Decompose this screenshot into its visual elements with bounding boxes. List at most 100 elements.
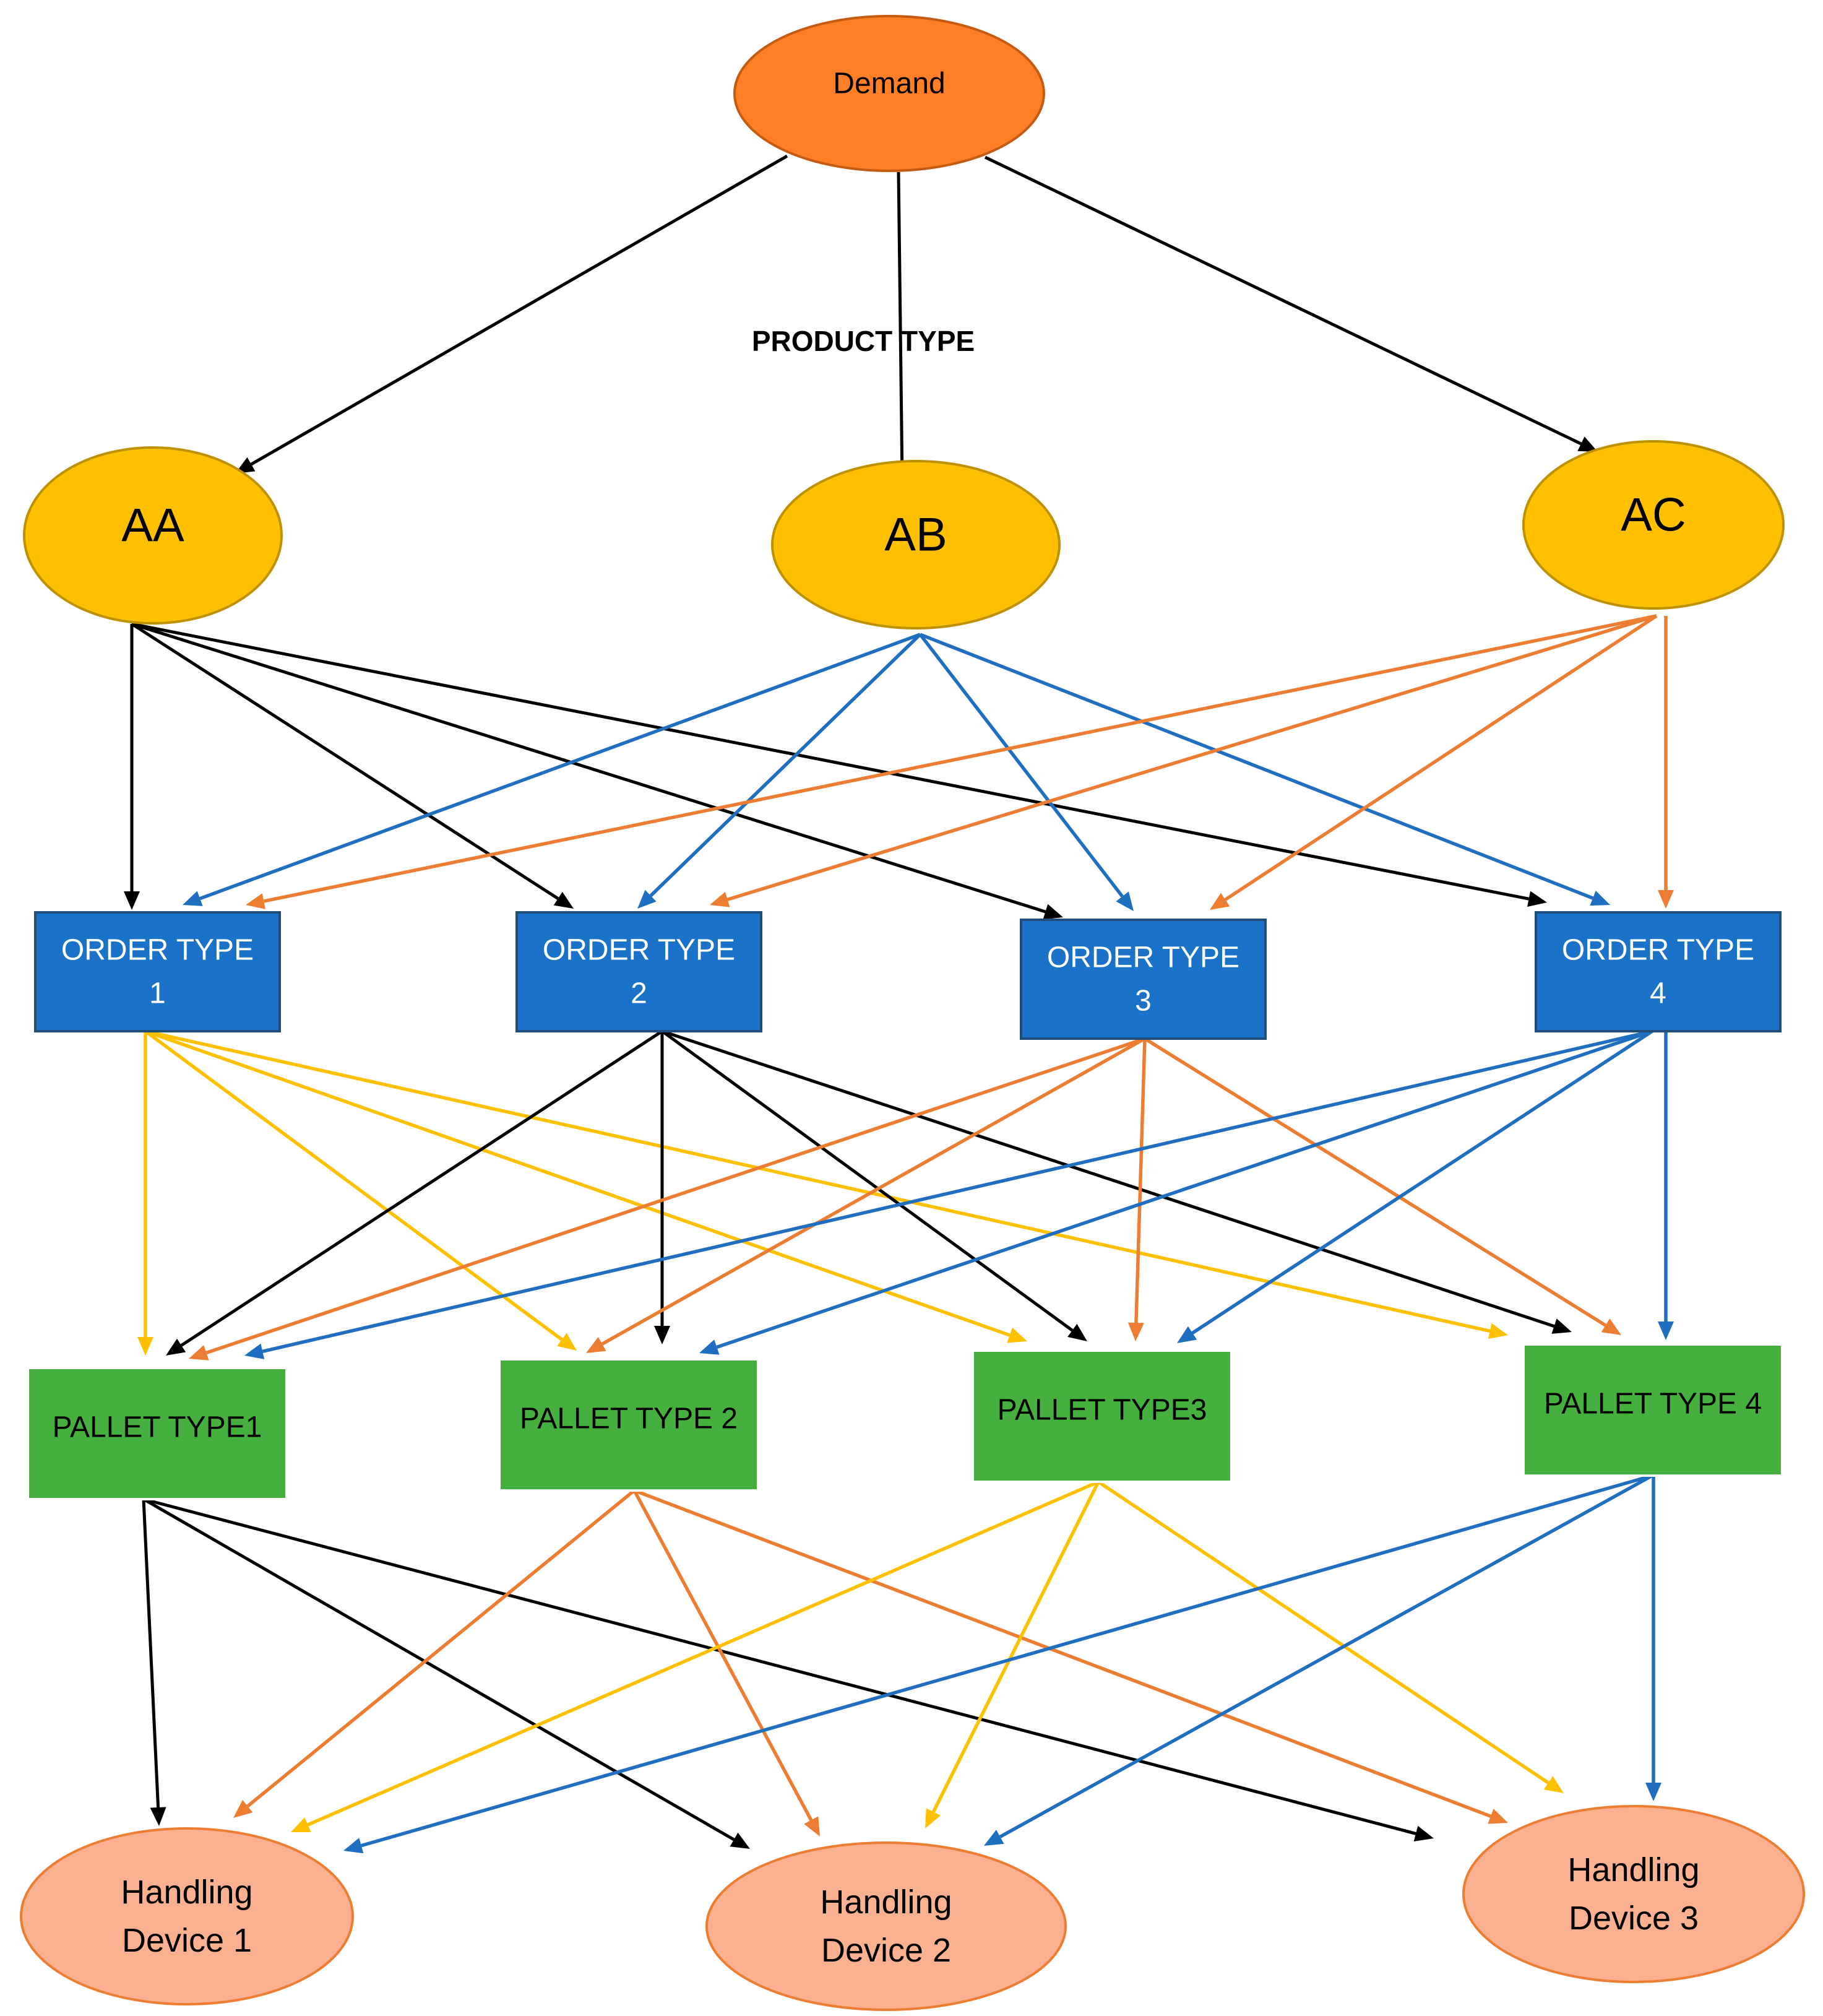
edge-o1-to-p4	[145, 1029, 1508, 1339]
arrowhead	[1177, 1326, 1197, 1343]
edge-layer	[124, 154, 1674, 1854]
edge-p2-to-h2	[632, 1489, 820, 1836]
arrowhead	[246, 893, 265, 909]
order-type-node-3-label-line-1: ORDER TYPE	[1047, 941, 1239, 974]
pallet-type-node-p3	[972, 1349, 1233, 1483]
arrowhead	[637, 889, 657, 909]
product-node-ab-label: AB	[884, 509, 947, 561]
edge-line	[180, 1029, 663, 1347]
edge-ac-to-o2	[710, 614, 1657, 907]
edge-line	[142, 1499, 160, 1808]
product-node-ab	[771, 460, 1061, 629]
edge-o2-to-p3	[661, 1029, 1087, 1341]
edge-o1-to-p1	[137, 1031, 153, 1356]
edge-ab-to-o3	[918, 633, 1134, 911]
demand-node-label: Demand	[833, 67, 945, 100]
edge-demand-to-ac	[984, 155, 1598, 452]
edge-o3-to-p3	[1127, 1038, 1147, 1341]
edge-o3-to-p1	[189, 1037, 1145, 1361]
edge-o2-to-p4	[662, 1029, 1572, 1334]
arrowhead	[553, 891, 574, 909]
handling-device-node-1	[20, 1827, 354, 2005]
edge-o1-to-p3	[145, 1029, 1027, 1343]
handling-device-node-2-label-line-1: Handling	[820, 1884, 952, 1921]
edge-line	[897, 171, 904, 462]
edge-o4-to-p2	[699, 1029, 1653, 1355]
edge-line	[143, 1497, 1416, 1835]
handling-device-node-2-label-line-2: Device 2	[821, 1932, 951, 1969]
arrowhead	[710, 891, 730, 907]
arrowhead	[1067, 1323, 1087, 1341]
demand-node	[733, 15, 1045, 172]
arrowhead	[291, 1817, 311, 1832]
arrowhead	[137, 1337, 153, 1356]
arrowhead	[183, 891, 203, 906]
edge-aa-to-o1	[124, 624, 140, 910]
edge-ab-to-o2	[637, 633, 921, 909]
edge-ab-to-o1	[183, 633, 921, 906]
arrowhead	[1590, 890, 1610, 906]
edge-p3-to-h3	[1097, 1480, 1564, 1793]
edge-line	[262, 1029, 1653, 1353]
arrowhead	[1488, 1323, 1508, 1339]
edge-line	[131, 622, 559, 900]
handling-device-node-3-label-line-1: Handling	[1567, 1851, 1699, 1888]
edge-p3-to-h1	[291, 1480, 1100, 1832]
edge-line	[649, 633, 921, 898]
arrowhead	[586, 1336, 606, 1353]
edge-line	[716, 1029, 1653, 1349]
edge-line	[931, 1481, 1100, 1813]
edge-line	[918, 633, 1124, 898]
order-type-node-4-label-line-2: 4	[1650, 977, 1666, 1010]
arrowhead	[1601, 1318, 1621, 1335]
edge-ac-to-o1	[246, 614, 1657, 909]
edge-line	[634, 1489, 1491, 1818]
order-type-node-4	[1535, 911, 1782, 1032]
edge-line	[145, 1029, 1491, 1333]
edge-line	[250, 154, 788, 466]
arrowhead	[1488, 1809, 1508, 1824]
edge-p3-to-h2	[925, 1481, 1100, 1828]
pallet-type-node-p1-label: PALLET TYPE1	[53, 1411, 262, 1444]
edge-line	[632, 1489, 813, 1821]
edge-ac-to-o4	[1658, 616, 1674, 909]
edge-o4-to-p4	[1658, 1031, 1674, 1340]
pallet-type-node-p2	[498, 1358, 759, 1492]
product-node-ac-label: AC	[1621, 489, 1686, 542]
arrowhead	[984, 1830, 1004, 1846]
edge-o4-to-p3	[1177, 1029, 1653, 1343]
edge-p1-to-h2	[142, 1497, 750, 1849]
arrowhead	[1551, 1318, 1572, 1334]
arrowhead	[925, 1808, 941, 1828]
arrowhead	[557, 1333, 577, 1351]
edge-line	[144, 1029, 563, 1341]
pallet-type-node-p2-label: PALLET TYPE 2	[520, 1403, 738, 1435]
order-type-node-1-label-line-2: 1	[149, 977, 166, 1010]
order-type-node-3-label-line-2: 3	[1135, 984, 1152, 1017]
arrowhead	[124, 891, 140, 910]
pallet-type-node-p4-label: PALLET TYPE 4	[1544, 1388, 1762, 1421]
order-type-node-1-label-line-1: ORDER TYPE	[61, 934, 254, 967]
arrowhead	[1658, 1322, 1674, 1340]
edge-p1-to-h1	[142, 1499, 166, 1826]
arrowhead	[1413, 1825, 1434, 1841]
edge-o2-to-p2	[654, 1031, 670, 1344]
arrowhead	[1210, 893, 1230, 910]
edge-ab-to-o4	[919, 633, 1610, 906]
edge-line	[1134, 1038, 1147, 1323]
edge-p4-to-h2	[984, 1474, 1653, 1846]
edge-line	[246, 1489, 636, 1808]
edge-line	[142, 1497, 735, 1841]
arrowhead	[1043, 904, 1063, 920]
handling-device-node-1-label-line-1: Handling	[121, 1874, 252, 1911]
edge-p2-to-h1	[233, 1489, 636, 1818]
order-type-node-1	[34, 911, 281, 1032]
handling-device-node-3	[1462, 1805, 1805, 1983]
handling-device-node-3-label-line-2: Device 3	[1569, 1900, 1699, 1937]
order-type-node-3	[1020, 919, 1267, 1040]
edge-o2-to-p1	[166, 1029, 663, 1356]
edge-line	[601, 1037, 1146, 1346]
edge-p1-to-h3	[143, 1497, 1434, 1841]
